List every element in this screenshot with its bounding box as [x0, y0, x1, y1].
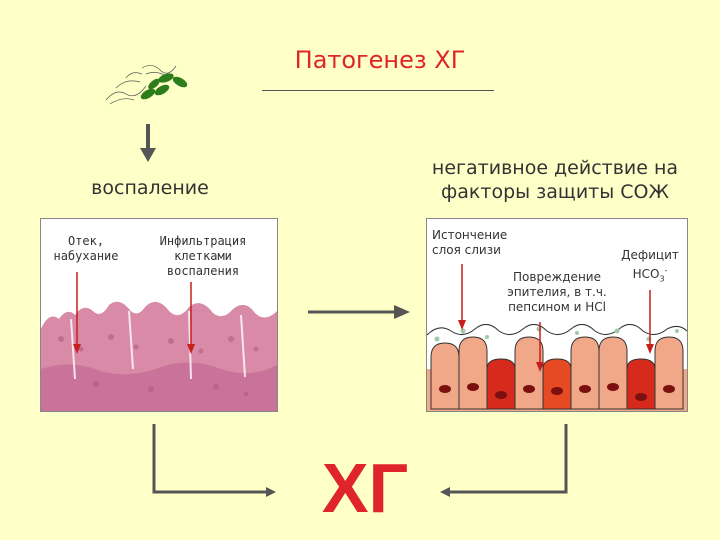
bacteria-icon — [105, 65, 188, 105]
right-panel-pointers — [458, 264, 654, 372]
arrow-down-icon — [140, 124, 156, 162]
page-title: Патогенез ХГ — [294, 46, 466, 74]
label-bicarbonate-line-2: HCO3- — [614, 263, 686, 286]
label-damage-line-2: эпителия, в т.ч. — [507, 285, 607, 299]
label-bicarbonate-line-1: Дефицит — [621, 248, 679, 262]
label-infiltration-line-1: Инфильтрация — [159, 234, 247, 248]
label-damage-line-3: пепсином и HCl — [508, 300, 606, 314]
convergence-arrows — [152, 424, 568, 497]
label-edema-line-1: Отек, — [67, 234, 105, 248]
epithelium-panel — [426, 218, 688, 412]
label-infiltration: Инфильтрация клетками воспаления — [148, 234, 258, 279]
label-mucus-line-2: слоя слизи — [432, 243, 501, 257]
label-mucus-line-1: Истончение — [432, 228, 508, 242]
label-damage-line-1: Повреждение — [513, 270, 601, 284]
epithelium-diagram — [427, 219, 687, 411]
bicarbonate-superscript: - — [664, 266, 668, 275]
label-infiltration-line-3: воспаления — [166, 264, 240, 278]
left-panel-pointers — [73, 272, 195, 354]
right-header-line-1: негативное действие на — [431, 157, 679, 179]
label-edema-line-2: набухание — [53, 249, 119, 263]
label-mucus: Истончение слоя слизи — [432, 228, 522, 258]
label-epithelium-damage: Повреждение эпителия, в т.ч. пепсином и … — [496, 270, 618, 315]
label-edema: Отек, набухание — [46, 234, 126, 264]
label-bicarbonate: Дефицит HCO3- — [614, 248, 686, 286]
arrow-right-icon — [308, 305, 410, 319]
histology-panel — [40, 218, 278, 412]
right-header-line-2: факторы защиты СОЖ — [441, 181, 669, 203]
left-header: воспаление — [91, 177, 209, 199]
bicarbonate-subscript: 3 — [659, 274, 665, 284]
result-label: ХГ — [321, 449, 409, 527]
label-infiltration-line-2: клетками — [174, 249, 232, 263]
right-header: негативное действие на факторы защиты СО… — [420, 156, 690, 204]
title-underline — [262, 90, 494, 91]
bicarbonate-formula: HCO — [632, 267, 660, 281]
histology-image — [41, 219, 277, 411]
